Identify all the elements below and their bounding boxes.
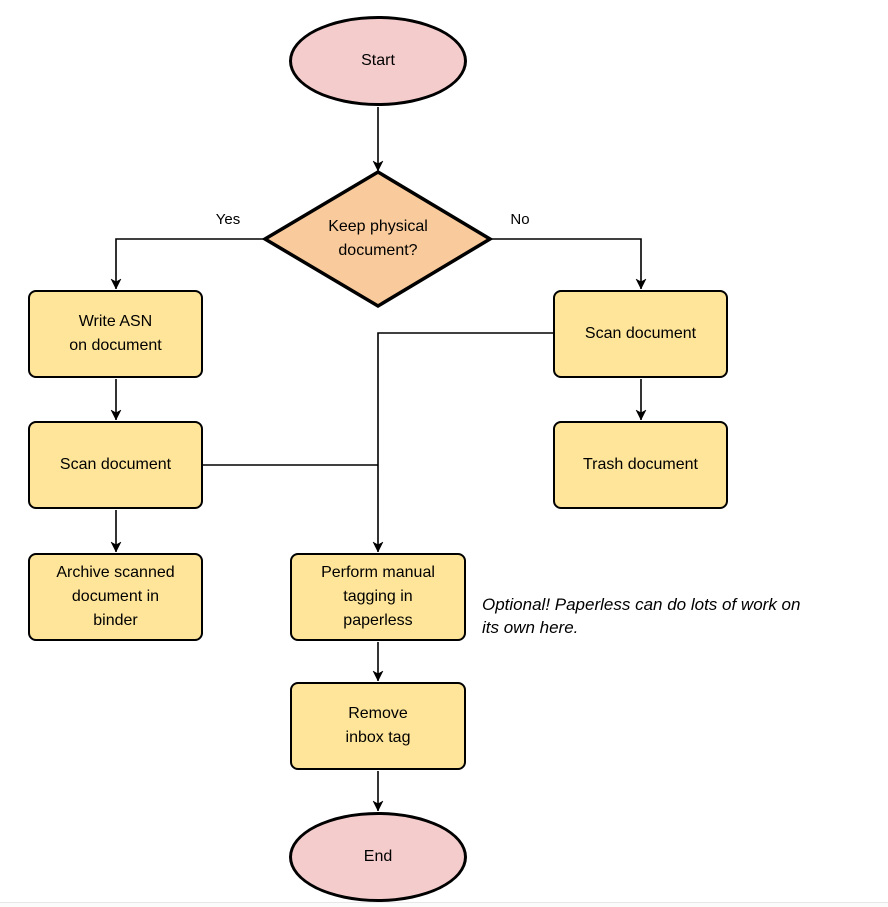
decision-diamond-shape xyxy=(261,169,494,309)
node-start-label: Start xyxy=(361,52,395,69)
node-trash: Trash document xyxy=(553,421,728,509)
node-remove-inbox-label: Remove inbox tag xyxy=(345,705,411,746)
annotation-optional-note: Optional! Paperless can do lots of work … xyxy=(482,595,801,637)
node-scan-document-left: Scan document xyxy=(28,421,203,509)
page-bottom-edge xyxy=(0,902,888,907)
node-decision-label: Keep physical document? xyxy=(328,218,428,259)
node-start: Start xyxy=(289,16,467,106)
edge-decision-yes-to-write-asn xyxy=(110,238,265,290)
node-tagging-label: Perform manual tagging in paperless xyxy=(321,564,435,629)
node-archive-label: Archive scanned document in binder xyxy=(56,564,175,629)
node-tagging: Perform manual tagging in paperless xyxy=(290,553,466,641)
node-end-label: End xyxy=(363,848,393,865)
edge-scan-right-to-tagging xyxy=(372,332,553,553)
edge-label-no: No xyxy=(510,211,530,228)
node-remove-inbox: Remove inbox tag xyxy=(290,682,466,770)
node-end: End xyxy=(289,812,467,902)
node-scan-document-right-label: Scan document xyxy=(584,325,697,342)
edge-decision-no-to-scan-right xyxy=(490,238,647,290)
node-archive: Archive scanned document in binder xyxy=(28,553,203,641)
node-write-asn: Write ASN on document xyxy=(28,290,203,378)
node-scan-document-left-label: Scan document xyxy=(59,456,172,473)
node-write-asn-label: Write ASN on document xyxy=(69,313,162,354)
node-scan-document-right: Scan document xyxy=(553,290,728,378)
node-trash-label: Trash document xyxy=(582,456,698,473)
edge-label-yes: Yes xyxy=(215,211,241,228)
node-decision: Keep physical document? xyxy=(280,214,476,264)
